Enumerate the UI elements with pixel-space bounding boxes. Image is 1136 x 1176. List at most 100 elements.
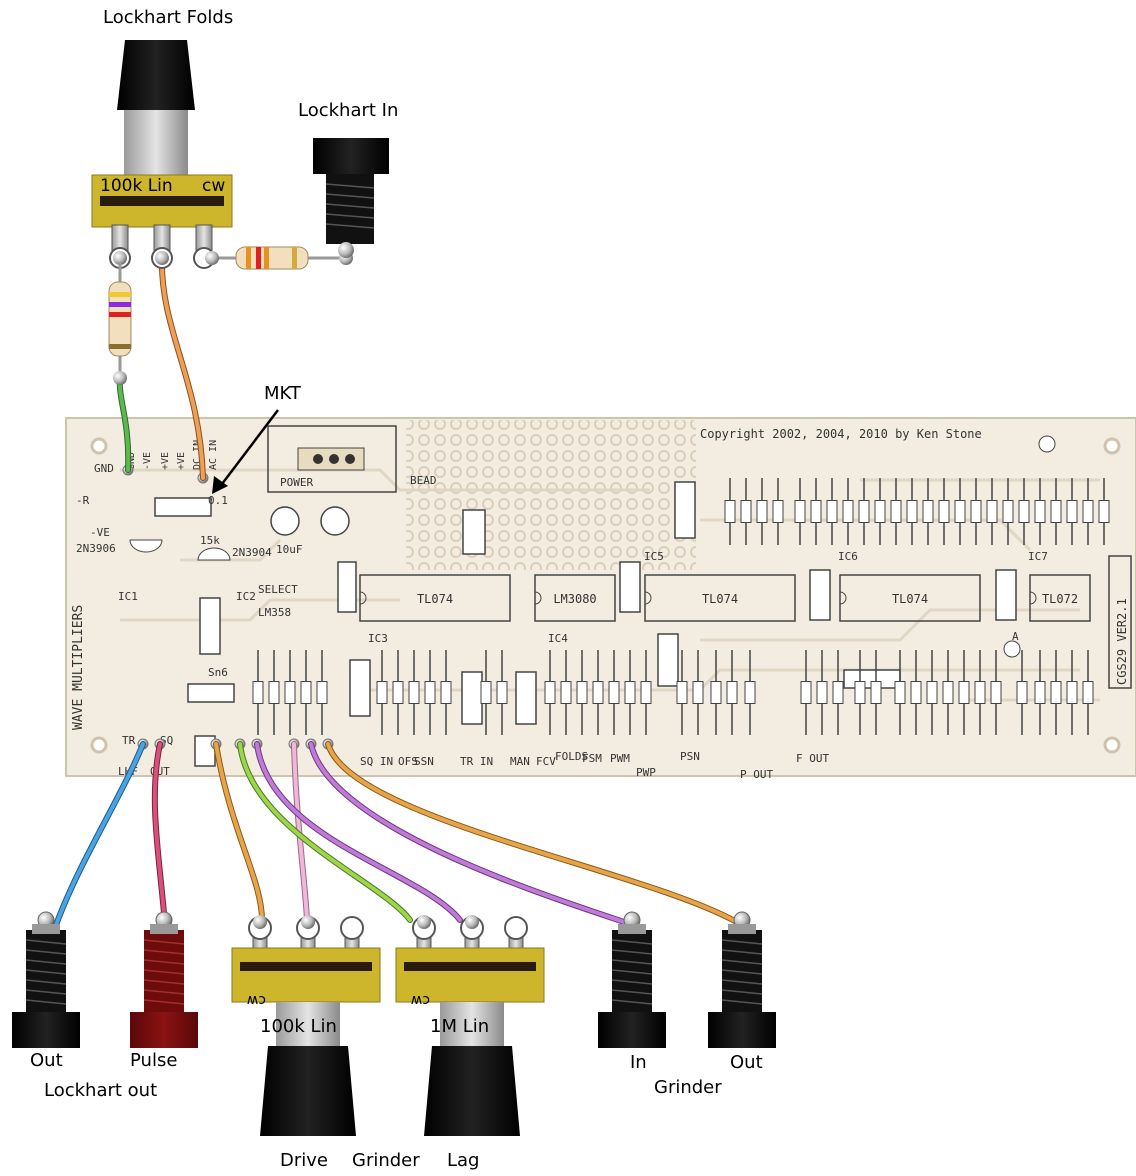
capacitor-11 xyxy=(154,497,212,517)
pcb-label-23: SSN xyxy=(414,755,434,768)
resistor-top-12 xyxy=(922,478,934,545)
capacitor-7 xyxy=(657,633,679,687)
mkt-arrow xyxy=(212,409,279,494)
resistor-bot-32 xyxy=(942,650,954,735)
svg-text:LM3080: LM3080 xyxy=(553,592,596,606)
resistor-top-8 xyxy=(858,478,870,545)
resistor-top-17 xyxy=(1002,478,1014,545)
capacitor-6 xyxy=(515,671,537,725)
resistor-bot-31 xyxy=(926,650,938,735)
label-lag: Lag xyxy=(447,1150,480,1171)
svg-text:cw: cw xyxy=(247,992,266,1008)
label-pulse: Pulse xyxy=(130,1050,178,1071)
capacitor-1 xyxy=(619,561,641,613)
pcb-label-8: BEAD xyxy=(410,474,437,487)
resistor-bot-39 xyxy=(1066,650,1078,735)
ic-chip-5: TL072 xyxy=(1029,574,1091,622)
pcb-copyright: Copyright 2002, 2004, 2010 by Ken Stone xyxy=(700,427,982,441)
resistor-bot-30 xyxy=(910,650,922,735)
resistor-top-10 xyxy=(890,478,902,545)
resistor-top-5 xyxy=(810,478,822,545)
pcb-label-5: SELECT xyxy=(258,583,298,596)
pcb-label-11: 0.1 xyxy=(208,494,228,507)
jack-in-right xyxy=(598,911,666,1048)
resistor-bot-40 xyxy=(1082,650,1094,735)
jack-lockhart-in xyxy=(313,138,389,258)
resistor-top-14 xyxy=(954,478,966,545)
resistor-bot-12 xyxy=(544,650,556,735)
resistor-bot-27 xyxy=(854,650,866,735)
resistor-bot-21 xyxy=(710,650,722,735)
resistor-bot-24 xyxy=(800,650,812,735)
resistor-top-6 xyxy=(826,478,838,545)
capacitor-0 xyxy=(337,561,357,613)
resistor-bot-26 xyxy=(832,650,844,735)
svg-text:TL074: TL074 xyxy=(892,592,928,606)
chip-label-4: IC7 xyxy=(1028,550,1048,563)
chip-label-2: IC5 xyxy=(644,550,664,563)
label-lockhart-out: Lockhart out xyxy=(44,1080,158,1101)
resistor-bot-1 xyxy=(268,650,280,735)
resistor-bot-33 xyxy=(958,650,970,735)
pcb-label-15: PWP xyxy=(636,766,656,779)
pad-label-0: TR xyxy=(122,734,136,747)
resistor-top-20 xyxy=(1050,478,1062,545)
pcb-label-16: FOLDS xyxy=(555,750,588,763)
chip-label-1: IC4 xyxy=(548,632,568,645)
resistor-bot-28 xyxy=(870,650,882,735)
resistor-bot-36 xyxy=(1016,650,1028,735)
resistor-bot-38 xyxy=(1050,650,1062,735)
ic-chip-4: TL074 xyxy=(839,574,981,622)
label-drive: Drive xyxy=(280,1150,328,1171)
pcb-label-12: Sn6 xyxy=(208,666,228,679)
resistor-top-15 xyxy=(970,478,982,545)
resistor-bot-13 xyxy=(560,650,572,735)
capacitor-14 xyxy=(462,509,486,555)
jack-out-left xyxy=(12,911,80,1048)
svg-text:TL074: TL074 xyxy=(417,592,453,606)
capacitor-4 xyxy=(199,597,221,655)
pcb-label-4: 2N3904 xyxy=(232,546,272,559)
pcb-label-14: F OUT xyxy=(796,752,829,765)
pcb-label-18: PWM xyxy=(610,752,630,765)
resistor-top-3 xyxy=(772,478,784,545)
capacitor-2 xyxy=(809,569,831,621)
resistor-bot-22 xyxy=(726,650,738,735)
resistor-bot-10 xyxy=(480,650,492,735)
resistor-bot-20 xyxy=(692,650,704,735)
chip-label-0: IC3 xyxy=(368,632,388,645)
resistor-bot-35 xyxy=(990,650,1002,735)
pcb-label-24: MAN xyxy=(510,755,530,768)
label-drive-pot-value: 100k Lin xyxy=(260,1016,337,1037)
bottom-jacks xyxy=(12,911,776,1048)
resistor-bot-9 xyxy=(440,650,452,735)
pcb-board xyxy=(65,417,1136,777)
pot-lockhart-folds xyxy=(91,40,233,269)
label-lag-pot-value: 1M Lin xyxy=(430,1016,490,1037)
pcb-label-26: A xyxy=(1012,630,1019,643)
label-lockhart-in: Lockhart In xyxy=(298,100,399,121)
ic-chip-1: TL074 xyxy=(359,574,511,622)
resistor-top-21 xyxy=(1066,478,1078,545)
resistor-bot-16 xyxy=(608,650,620,735)
pcb-label-0: GND xyxy=(94,462,114,475)
capacitor-5 xyxy=(461,671,483,725)
pcb-label-13: P OUT xyxy=(740,768,773,781)
label-grinder-bottom: Grinder xyxy=(352,1150,420,1171)
pcb-version: CGS29 VER2.1 xyxy=(1115,598,1129,685)
label-lockhart-folds: Lockhart Folds xyxy=(103,7,234,28)
pot-drive: cw xyxy=(231,915,381,1136)
pad-top-label-1: -VE xyxy=(142,452,153,470)
pcb-label-6: LM358 xyxy=(258,606,291,619)
pcb-label-1: -R xyxy=(76,494,90,507)
pad-top-label-3: +VE xyxy=(176,452,187,470)
svg-text:TL072: TL072 xyxy=(1042,592,1078,606)
resistor-bot-19 xyxy=(676,650,688,735)
resistor-bot-4 xyxy=(316,650,328,735)
resistor-top-19 xyxy=(1034,478,1046,545)
resistor-top-16 xyxy=(986,478,998,545)
pcb-label-3: 2N3906 xyxy=(76,542,116,555)
resistor-bot-23 xyxy=(744,650,756,735)
resistor-gnd xyxy=(108,262,132,385)
